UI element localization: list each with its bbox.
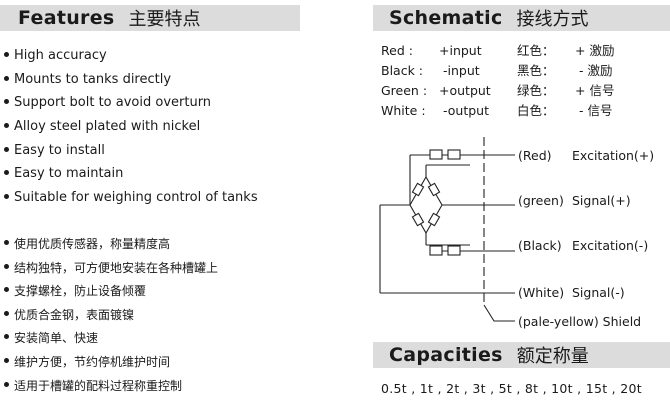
wire-color-en: White : xyxy=(381,103,426,118)
wire-color-zh: 红色： xyxy=(517,43,555,58)
capacities-title-zh: 额定称量 xyxy=(516,346,589,367)
feature-item: Easy to install xyxy=(0,141,258,165)
signal-name: Signal(+) xyxy=(572,193,631,208)
feature-item-zh: 结构独特，可方便地安装在各种槽罐上 xyxy=(0,258,218,282)
bullet-icon xyxy=(4,287,9,293)
feature-item-zh: 适用于槽罐的配料过程称重控制 xyxy=(0,376,218,400)
compensation-resistor xyxy=(429,245,443,256)
bullet-icon xyxy=(4,52,9,57)
wire-signal-en: +output xyxy=(439,83,491,98)
feature-text-zh: 安装简单、快速 xyxy=(14,331,99,346)
bullet-icon xyxy=(4,75,9,81)
compensation-resistor xyxy=(447,245,461,256)
bullet-icon xyxy=(4,99,9,105)
features-list-en: High accuracy Mounts to tanks directly S… xyxy=(0,46,258,212)
wire-name: (White) xyxy=(518,285,565,300)
wire-color-zh: 黑色： xyxy=(517,63,555,78)
schematic-title-en: Schematic xyxy=(389,7,503,29)
schematic-header: Schematic 接线方式 xyxy=(373,5,670,31)
strain-gauge xyxy=(411,212,425,227)
features-title-en: Features xyxy=(18,7,115,29)
features-header: Features 主要特点 xyxy=(0,5,300,31)
diagram-label-shield: (pale-yellow) Shield xyxy=(518,314,641,329)
wire-color-zh: 绿色： xyxy=(517,83,555,98)
feature-text-zh: 结构独特，可方便地安装在各种槽罐上 xyxy=(14,260,219,275)
feature-text: Suitable for weighing control of tanks xyxy=(14,190,258,206)
bullet-icon xyxy=(4,381,9,387)
wire-color-zh: 白色： xyxy=(517,103,555,118)
compensation-resistor xyxy=(447,149,461,160)
signal-name: Signal(-) xyxy=(572,285,625,300)
feature-text-zh: 适用于槽罐的配料过程称重控制 xyxy=(14,378,183,393)
feature-item: Support bolt to avoid overturn xyxy=(0,93,258,117)
wire xyxy=(483,304,515,322)
capacities-values: 0.5t , 1t , 2t , 3t , 5t , 8t , 10t , 15… xyxy=(381,381,642,396)
schematic-title-zh: 接线方式 xyxy=(516,9,589,30)
wire-color-en: Green : xyxy=(381,83,428,98)
feature-text: Mounts to tanks directly xyxy=(14,71,172,87)
wire-signal-zh: - 信号 xyxy=(579,103,613,118)
strain-gauge xyxy=(427,182,441,197)
bullet-icon xyxy=(4,240,9,245)
feature-item-zh: 支撑螺栓，防止设备倾覆 xyxy=(0,281,218,305)
bullet-icon xyxy=(4,123,9,129)
features-title-zh: 主要特点 xyxy=(128,9,201,30)
feature-item-zh: 优质合金钢，表面镀镍 xyxy=(0,305,218,329)
feature-item: Mounts to tanks directly xyxy=(0,70,258,94)
features-list-zh: 使用优质传感器，称量精度高 结构独特，可方便地安装在各种槽罐上 支撑螺栓，防止设… xyxy=(0,234,218,399)
wire-color-en: Red : xyxy=(381,43,413,58)
diagram-label-white: (White) xyxy=(518,285,564,300)
bullet-icon xyxy=(4,263,9,269)
bullet-icon xyxy=(4,357,9,363)
diagram-signal-black: Excitation(-) xyxy=(572,238,648,253)
bullet-icon xyxy=(4,170,9,176)
capacities-header: Capacities 额定称量 xyxy=(373,342,670,368)
feature-item: High accuracy xyxy=(0,46,258,70)
wire-name: (Black) xyxy=(518,238,562,253)
wire-name: (green) xyxy=(518,193,564,208)
feature-item-zh: 安装简单、快速 xyxy=(0,328,218,352)
feature-item: Easy to maintain xyxy=(0,164,258,188)
feature-text-zh: 优质合金钢，表面镀镍 xyxy=(14,307,135,322)
diagram-label-green: (green) xyxy=(518,193,564,208)
bullet-icon xyxy=(4,310,9,316)
diagram-signal-red: Excitation(+) xyxy=(572,148,654,163)
strain-gauge xyxy=(427,212,441,227)
compensation-resistor xyxy=(429,149,443,160)
bridge-schematic xyxy=(379,137,515,322)
wire-signal-en: -input xyxy=(443,63,480,78)
feature-text: Support bolt to avoid overturn xyxy=(14,95,212,111)
feature-text: High accuracy xyxy=(14,48,107,63)
diagram-signal-white: Signal(-) xyxy=(572,285,625,300)
feature-item: Suitable for weighing control of tanks xyxy=(0,188,258,212)
signal-name: Excitation(-) xyxy=(572,238,649,253)
feature-item: Alloy steel plated with nickel xyxy=(0,117,258,141)
wire-signal-zh: - 激励 xyxy=(579,63,613,78)
feature-text: Easy to install xyxy=(14,142,105,158)
strain-gauge xyxy=(411,182,425,197)
feature-text-zh: 维护方便，节约停机维护时间 xyxy=(14,354,171,369)
diagram-label-black: (Black) xyxy=(518,238,562,253)
diagram-label-red: (Red) xyxy=(518,148,552,163)
diagram-signal-green: Signal(+) xyxy=(572,193,631,208)
wire-signal-zh: + 激励 xyxy=(575,43,615,58)
wire-name: (Red) xyxy=(518,148,552,163)
wire-signal-en: +input xyxy=(439,43,482,58)
wire-name: (pale-yellow) Shield xyxy=(518,314,642,329)
wire-signal-zh: + 信号 xyxy=(575,83,615,98)
signal-name: Excitation(+) xyxy=(572,148,655,163)
bullet-icon xyxy=(4,146,9,152)
bullet-icon xyxy=(4,334,9,340)
wire-color-en: Black : xyxy=(381,63,424,78)
feature-text: Alloy steel plated with nickel xyxy=(14,119,201,135)
feature-text-zh: 使用优质传感器，称量精度高 xyxy=(14,237,171,251)
feature-text-zh: 支撑螺栓，防止设备倾覆 xyxy=(14,284,147,299)
wire-signal-en: -output xyxy=(443,103,489,118)
wheatstone-bridge xyxy=(409,175,443,235)
feature-text: Easy to maintain xyxy=(14,166,124,182)
feature-item-zh: 使用优质传感器，称量精度高 xyxy=(0,234,218,258)
capacities-title-en: Capacities xyxy=(389,344,503,366)
feature-item-zh: 维护方便，节约停机维护时间 xyxy=(0,352,218,376)
bullet-icon xyxy=(4,194,9,200)
